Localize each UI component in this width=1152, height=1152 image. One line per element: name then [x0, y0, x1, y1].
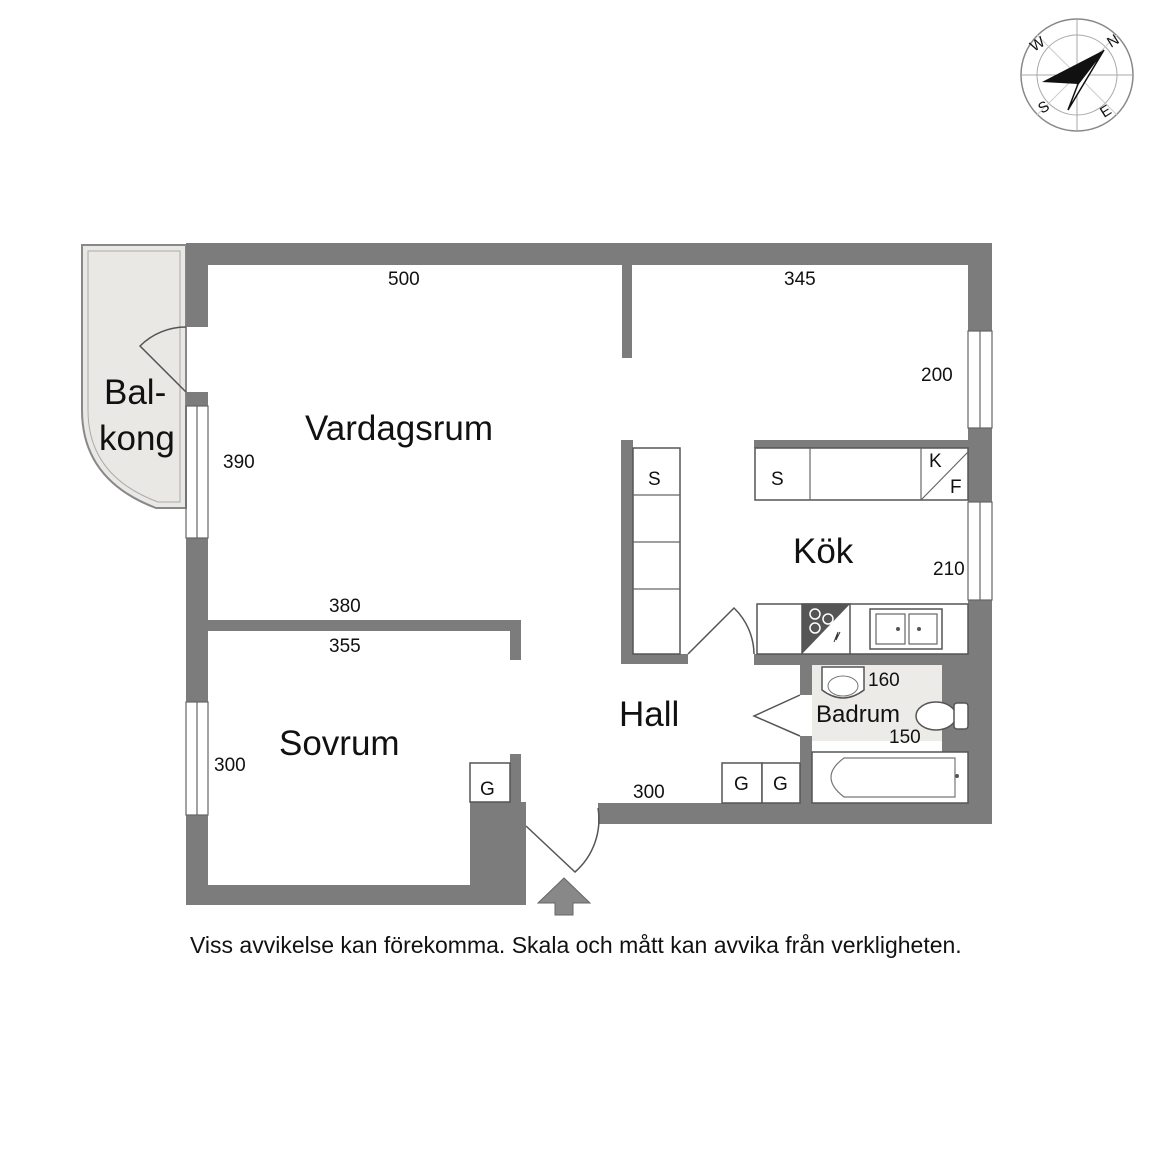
bathroom-fixtures	[811, 666, 969, 804]
dim-bedroom-depth: 300	[214, 755, 246, 776]
label-storage-hall: S	[648, 469, 661, 490]
kitchen-upper-counter	[754, 447, 969, 501]
room-label-balcony-line1: Bal-	[104, 373, 166, 412]
balcony	[81, 244, 187, 509]
dim-hall-width: 300	[633, 782, 665, 803]
windows	[185, 330, 993, 816]
room-label-living: Vardagsrum	[305, 409, 493, 448]
kitchen-sink	[869, 608, 943, 650]
label-wardrobe-bedroom: G	[480, 779, 495, 800]
dim-bath-width: 160	[868, 670, 900, 691]
dim-kitchen-width: 345	[784, 269, 816, 290]
disclaimer-text: Viss avvikelse kan förekomma. Skala och …	[190, 932, 962, 958]
compass-rose: N W S E	[1020, 18, 1134, 132]
compass-needle-south	[1067, 49, 1105, 111]
hall-storage	[632, 447, 681, 655]
dim-kitchen-depth-lower: 210	[933, 559, 965, 580]
room-label-hall: Hall	[619, 695, 679, 734]
bathtub	[811, 751, 969, 804]
dim-living-bottom: 380	[329, 596, 361, 617]
room-label-balcony-line2: kong	[99, 419, 175, 458]
dim-living-depth: 390	[223, 452, 255, 473]
walls	[186, 243, 992, 905]
label-wardrobe-hall-1: G	[734, 774, 749, 795]
label-wardrobe-hall-2: G	[773, 774, 788, 795]
wardrobes	[469, 762, 801, 804]
label-fridge-f: F	[950, 477, 962, 498]
room-label-bathroom: Badrum	[816, 701, 900, 728]
entrance-arrow-icon	[536, 877, 592, 916]
dim-living-width: 500	[388, 269, 420, 290]
room-label-kitchen: Kök	[793, 532, 854, 571]
room-label-bedroom: Sovrum	[279, 724, 400, 763]
label-storage-kitchen: S	[771, 469, 784, 490]
compass-needle-north	[1042, 50, 1104, 84]
kitchen-lower-counter	[756, 603, 969, 655]
dim-kitchen-depth-upper: 200	[921, 365, 953, 386]
dim-bath-depth: 150	[889, 727, 921, 748]
doors	[138, 326, 801, 874]
washbasin	[821, 666, 865, 699]
label-fridge-k: K	[929, 451, 942, 472]
dim-bedroom-width: 355	[329, 636, 361, 657]
toilet	[915, 701, 969, 731]
